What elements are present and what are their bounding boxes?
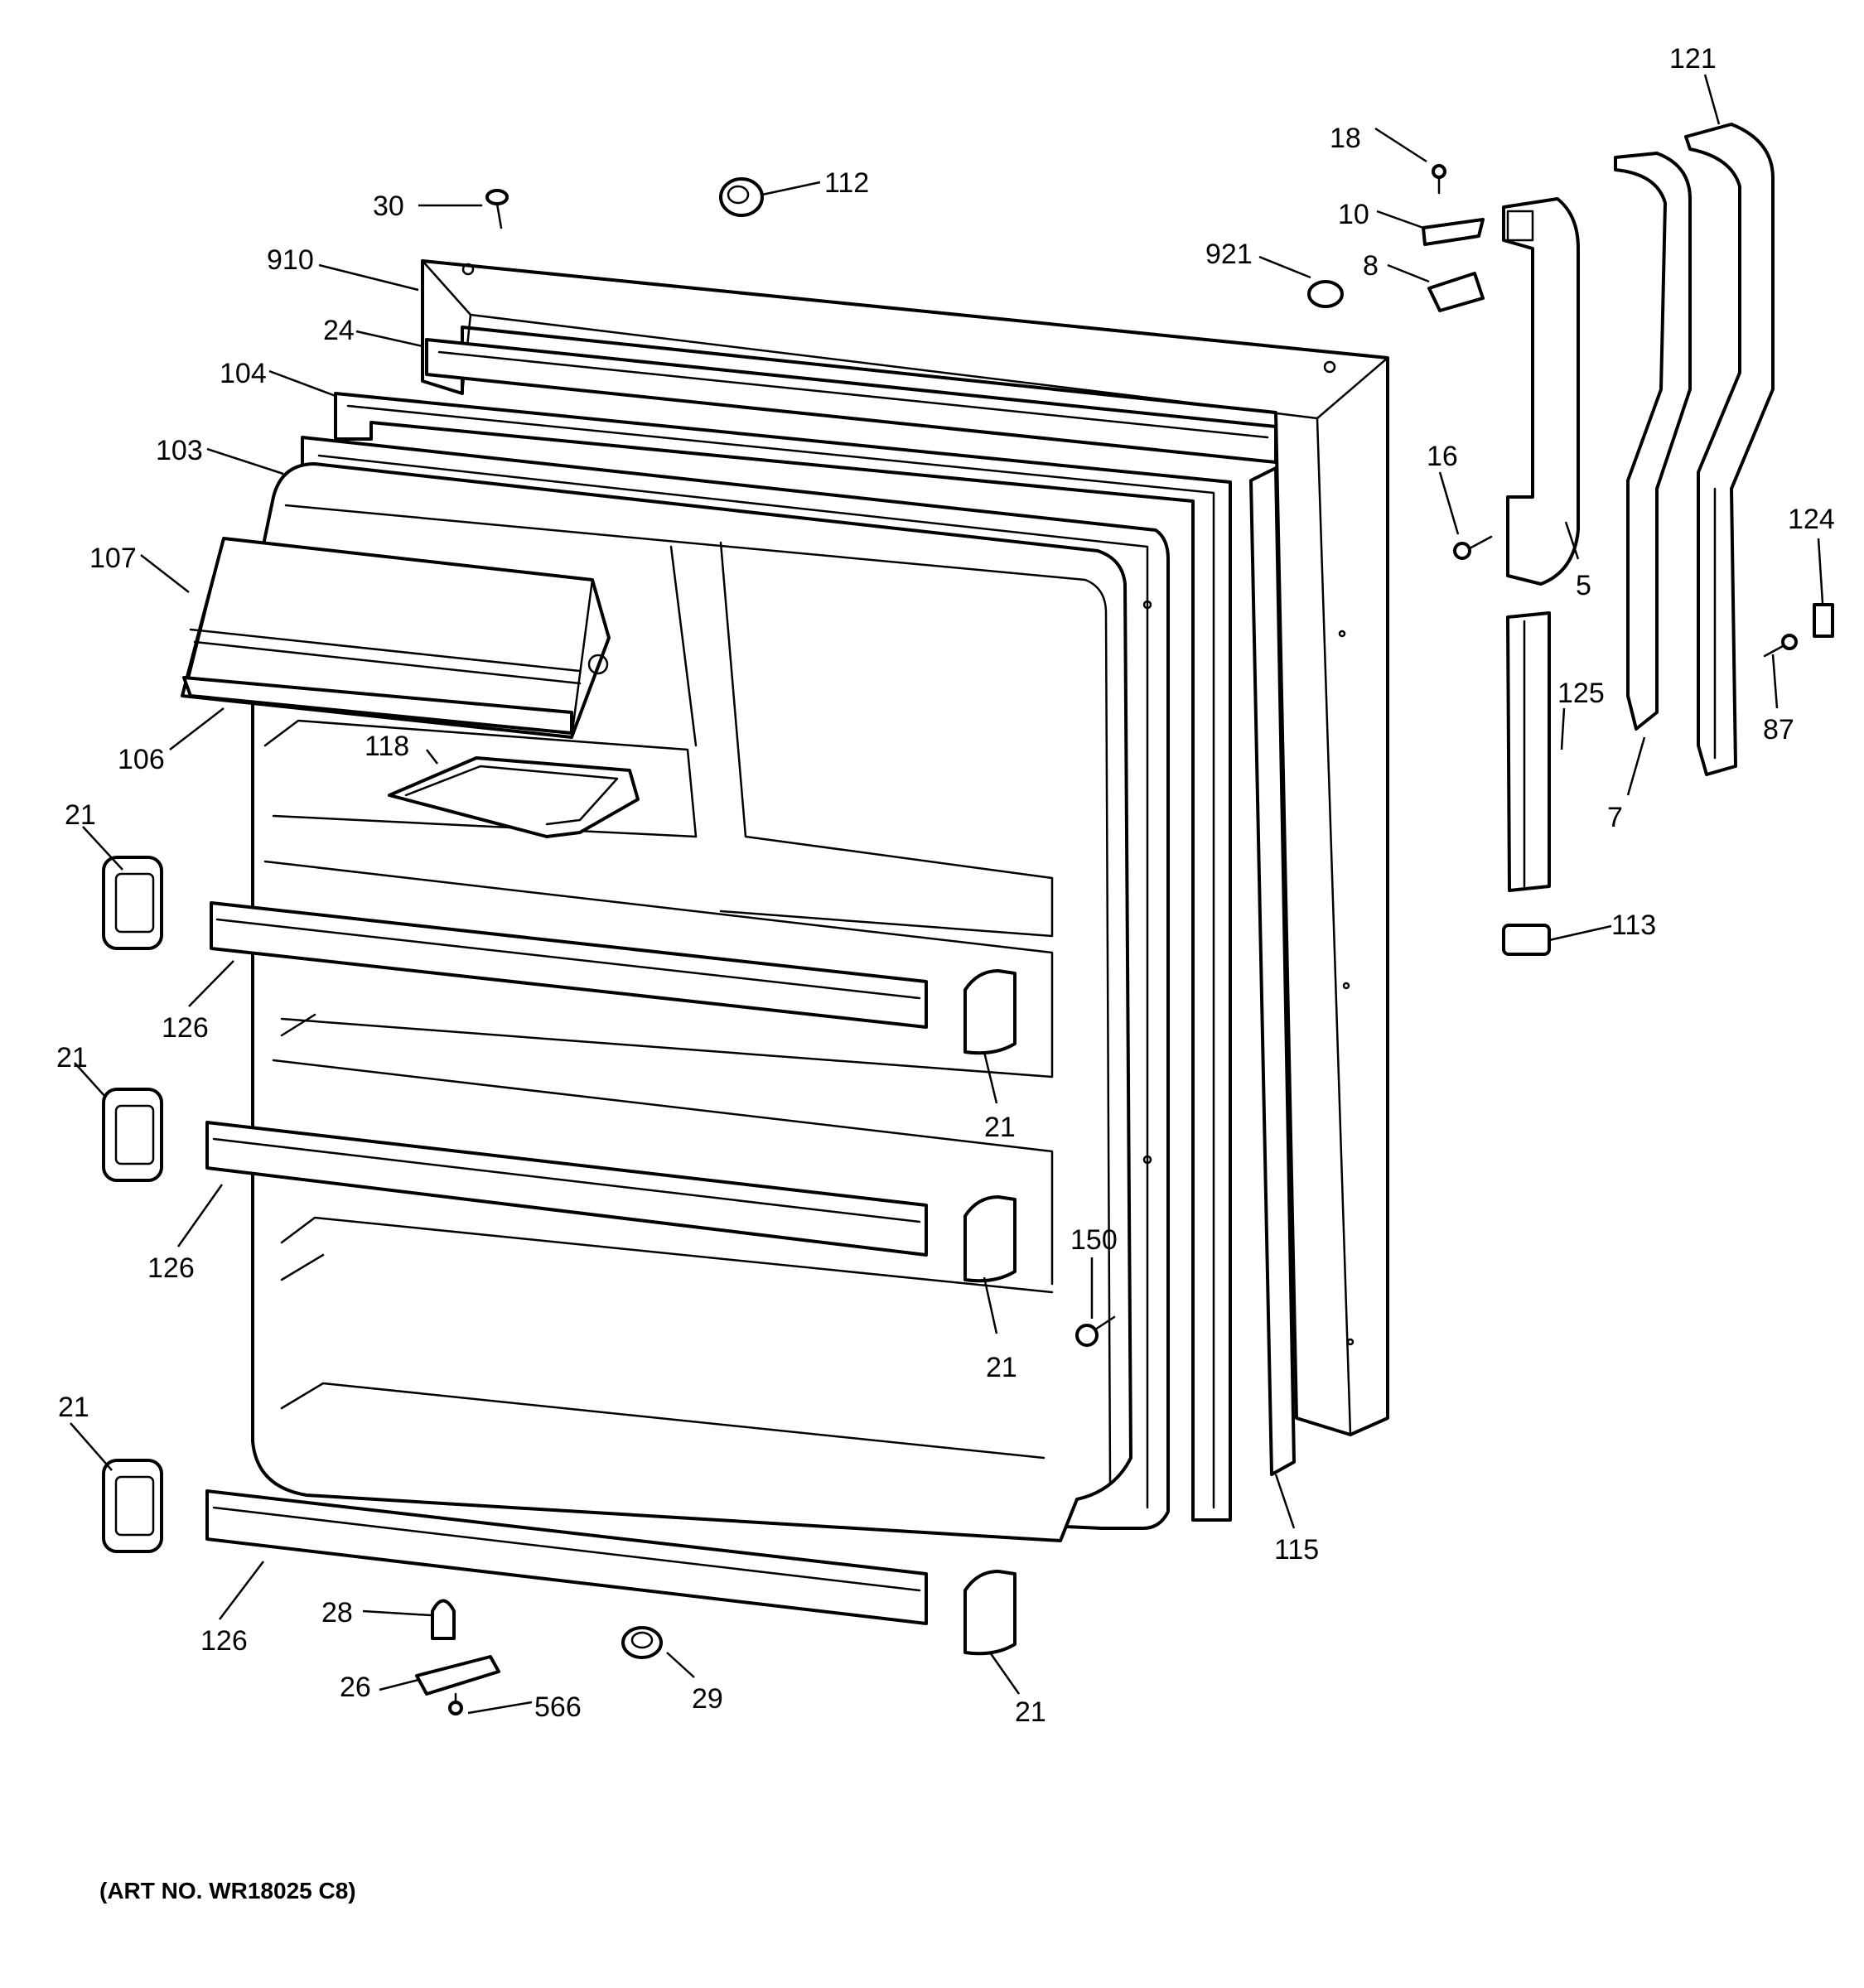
callout-124: 124 bbox=[1788, 504, 1835, 535]
strip-115 bbox=[1249, 466, 1296, 1476]
callout-8: 8 bbox=[1363, 250, 1379, 282]
callout-115: 115 bbox=[1274, 1534, 1319, 1566]
callout-87: 87 bbox=[1763, 714, 1794, 746]
door-bar-126-top bbox=[210, 901, 928, 1029]
outer-door-910 bbox=[421, 259, 1389, 1436]
callout-107: 107 bbox=[89, 543, 137, 574]
callout-118: 118 bbox=[365, 731, 409, 762]
callout-21-left-1: 21 bbox=[65, 799, 96, 831]
callout-21-left-3: 21 bbox=[58, 1392, 89, 1423]
door-bar-126-bottom bbox=[205, 1489, 928, 1625]
plug-921 bbox=[1307, 280, 1344, 308]
end-cap-21-right-2 bbox=[963, 1195, 1017, 1283]
callout-21-left-2: 21 bbox=[56, 1042, 88, 1074]
callout-921: 921 bbox=[1205, 239, 1253, 270]
callout-18: 18 bbox=[1330, 123, 1361, 154]
door-bar-126-middle bbox=[205, 1121, 928, 1257]
dairy-frame-106 bbox=[182, 676, 573, 735]
channel-125 bbox=[1506, 611, 1551, 892]
screw-150 bbox=[1075, 1315, 1116, 1347]
callout-126-top: 126 bbox=[162, 1012, 209, 1044]
callout-150: 150 bbox=[1070, 1224, 1118, 1256]
bracket-10 bbox=[1422, 218, 1485, 246]
end-cap-21-left-1 bbox=[102, 856, 163, 950]
callout-113: 113 bbox=[1611, 910, 1656, 941]
callout-21-right-1: 21 bbox=[984, 1112, 1016, 1143]
callout-112: 112 bbox=[824, 167, 869, 199]
end-cap-21-left-3 bbox=[102, 1459, 163, 1553]
callout-121: 121 bbox=[1669, 43, 1717, 75]
callout-21-right-3: 21 bbox=[1015, 1696, 1046, 1728]
clip-124 bbox=[1813, 603, 1834, 638]
tray-118 bbox=[388, 756, 640, 838]
hinge-block-113 bbox=[1502, 924, 1551, 956]
screw-18 bbox=[1432, 164, 1446, 195]
door-gasket-104 bbox=[334, 392, 1232, 1522]
bumper-28 bbox=[431, 1599, 456, 1640]
callout-10: 10 bbox=[1338, 199, 1369, 230]
breaker-strip-24 bbox=[425, 338, 1277, 464]
callout-7: 7 bbox=[1607, 802, 1623, 833]
callout-566: 566 bbox=[534, 1691, 582, 1723]
callout-21-right-2: 21 bbox=[986, 1352, 1017, 1383]
callout-103: 103 bbox=[156, 435, 203, 466]
callout-126-middle: 126 bbox=[147, 1252, 195, 1284]
callout-26: 26 bbox=[340, 1672, 371, 1703]
screw-566 bbox=[448, 1692, 463, 1715]
handle-5 bbox=[1502, 197, 1580, 586]
callout-910: 910 bbox=[267, 244, 314, 276]
callout-16: 16 bbox=[1427, 441, 1458, 472]
end-cap-21-right-1 bbox=[963, 969, 1017, 1055]
cap-8 bbox=[1427, 272, 1485, 312]
end-cap-21-left-2 bbox=[102, 1088, 163, 1182]
screw-30 bbox=[485, 189, 509, 229]
hinge-arm-121 bbox=[1684, 123, 1775, 776]
callout-30: 30 bbox=[373, 191, 404, 222]
callout-126-bottom: 126 bbox=[200, 1625, 248, 1657]
callout-24: 24 bbox=[323, 315, 355, 346]
callout-106: 106 bbox=[118, 744, 165, 775]
callout-104: 104 bbox=[220, 358, 267, 389]
callout-28: 28 bbox=[321, 1597, 353, 1629]
plate-26 bbox=[415, 1655, 500, 1696]
end-cap-21-right-3 bbox=[963, 1570, 1017, 1656]
leader-lines bbox=[70, 74, 1824, 1715]
callout-29: 29 bbox=[692, 1683, 723, 1715]
plug-29 bbox=[621, 1626, 663, 1659]
callout-labels: 30 112 910 24 104 103 107 106 118 21 21 … bbox=[56, 43, 1835, 1728]
callout-125: 125 bbox=[1557, 678, 1605, 709]
art-number: (ART NO. WR18025 C8) bbox=[99, 1878, 356, 1904]
callout-5: 5 bbox=[1576, 570, 1591, 601]
plug-112 bbox=[719, 177, 764, 217]
screw-16 bbox=[1453, 535, 1493, 560]
hinge-arm-7 bbox=[1614, 152, 1692, 731]
screw-87 bbox=[1763, 634, 1798, 658]
